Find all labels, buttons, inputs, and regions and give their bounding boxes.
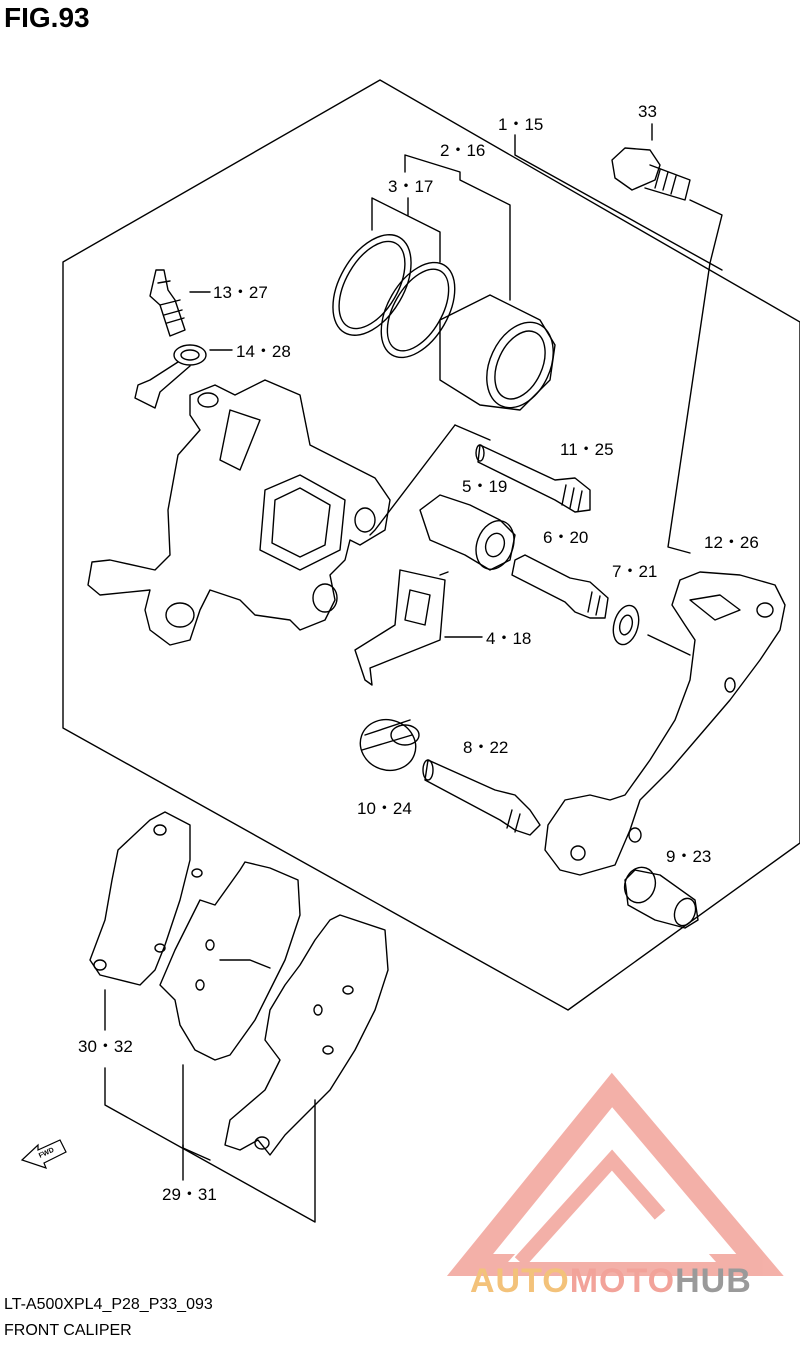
- figure-name: FRONT CALIPER: [4, 1322, 132, 1339]
- callout-11-25: 11・25: [560, 440, 614, 459]
- caliper-body: [87, 379, 391, 646]
- callout-3-17: 3・17: [388, 177, 433, 196]
- slide-pin-6: [511, 554, 609, 619]
- watermark-logo-icon: [446, 1072, 784, 1276]
- callout-14-28: 14・28: [236, 342, 291, 361]
- piston-seal: [332, 234, 412, 336]
- pin-boot: [419, 494, 516, 571]
- watermark-text: AUTOMOTOHUB: [470, 1262, 752, 1300]
- callout-6-20: 6・20: [543, 528, 588, 547]
- model-code: LT-A500XPL4_P28_P33_093: [4, 1296, 213, 1313]
- mounting-bolt: [611, 147, 691, 201]
- callout-7-21: 7・21: [612, 562, 657, 581]
- callout-5-19: 5・19: [462, 477, 507, 496]
- slide-pin-11: [475, 444, 591, 513]
- assembly-outline: [62, 79, 800, 1011]
- pad-spring: [354, 569, 449, 686]
- callout-29-31: 29・31: [162, 1185, 217, 1204]
- callout-30-32: 30・32: [78, 1037, 133, 1056]
- brake-pad-outer: [224, 914, 389, 1156]
- washer: [612, 604, 640, 646]
- collar: [623, 866, 699, 929]
- callout-8-22: 8・22: [463, 738, 508, 757]
- fwd-arrow-icon: FWD: [20, 1139, 67, 1169]
- leader-3-17: [371, 197, 441, 263]
- brake-pad-inner: [159, 861, 301, 1061]
- dust-seal: [380, 261, 456, 359]
- callout-10-24: 10・24: [357, 799, 412, 818]
- callout-9-23: 9・23: [666, 847, 711, 866]
- callout-1-15: 1・15: [498, 115, 543, 134]
- slide-pin-8: [422, 759, 541, 836]
- leader-1-15: [514, 134, 723, 271]
- caliper-bracket: [544, 571, 786, 876]
- callout-33: 33: [638, 102, 657, 121]
- bleeder-cap: [134, 344, 207, 409]
- bleeder-screw: [149, 269, 186, 337]
- leader-2-16: [404, 154, 511, 301]
- bracket-boot: [359, 718, 420, 772]
- callout-12-26: 12・26: [704, 533, 759, 552]
- piston: [439, 294, 556, 411]
- figure-title: FIG.93: [4, 2, 90, 33]
- callout-4-18: 4・18: [486, 629, 531, 648]
- leader-33b: [667, 199, 723, 554]
- pad-shim: [89, 811, 203, 986]
- callout-13-27: 13・27: [213, 283, 268, 302]
- callout-2-16: 2・16: [440, 141, 485, 160]
